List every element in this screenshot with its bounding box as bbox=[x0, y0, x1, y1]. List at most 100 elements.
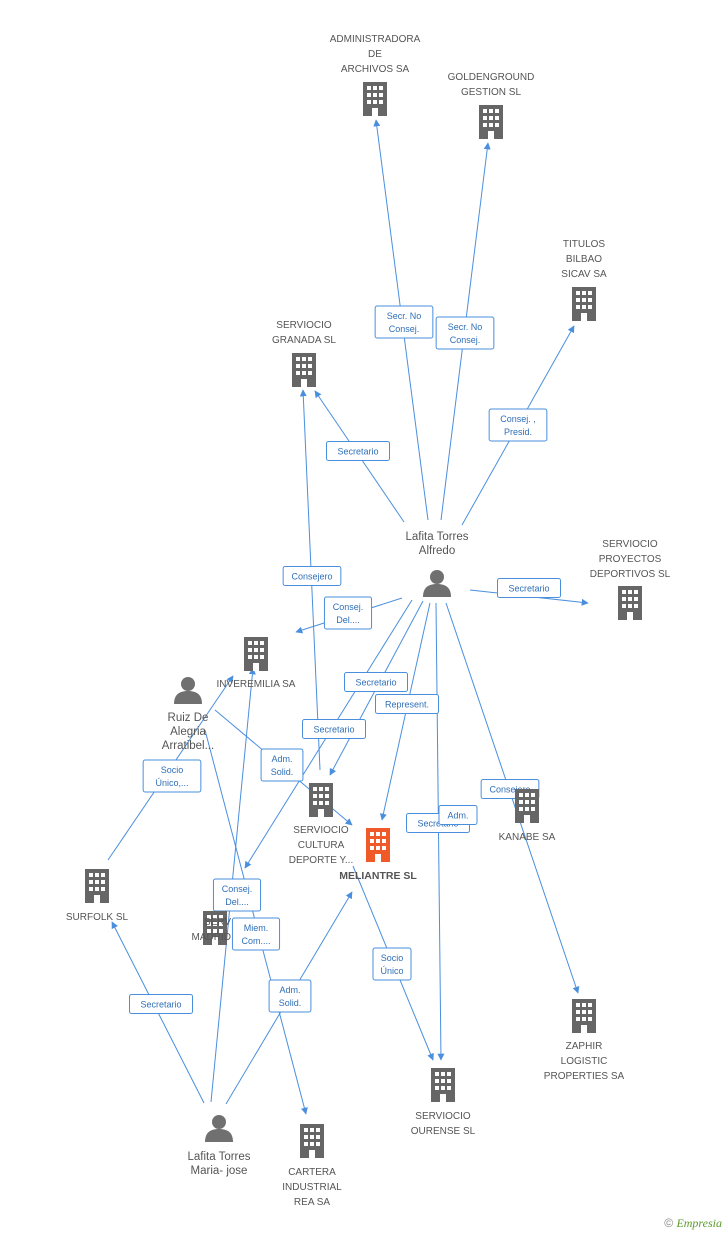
edge-label-mariajose-to-surfolk[interactable]: Secretario bbox=[129, 994, 193, 1014]
node-label-text: DEPORTE Y... bbox=[289, 855, 353, 866]
edge-label-text: Consej. bbox=[389, 324, 420, 334]
edge-label-text: Miem. bbox=[244, 923, 269, 933]
edge-label-text: Del.... bbox=[225, 897, 249, 907]
building-icon-surfolk[interactable] bbox=[85, 869, 109, 903]
building-icon-cartera[interactable] bbox=[300, 1124, 324, 1158]
node-label-text: ARCHIVOS SA bbox=[341, 64, 410, 75]
edge-label-text: Del.... bbox=[336, 615, 360, 625]
watermark: © Empresia bbox=[664, 1216, 722, 1231]
building-icon-inveremilia[interactable] bbox=[244, 637, 268, 671]
edge-label-text: Solid. bbox=[279, 998, 302, 1008]
node-label-text: LOGISTIC bbox=[561, 1056, 608, 1067]
node-label-text: Maria- jose bbox=[191, 1165, 248, 1177]
node-label-text: Alfredo bbox=[419, 545, 455, 557]
edge-label-text: Socio bbox=[381, 953, 404, 963]
edge-label-text: Consej. bbox=[333, 602, 364, 612]
edge-label-mariajose-to-inveremilia[interactable]: Consej. Del.... bbox=[212, 878, 262, 912]
node-label-text: BILBAO bbox=[566, 254, 602, 265]
edge-label-alfredo-to-meliantre[interactable]: Represent. bbox=[375, 694, 439, 714]
node-label-text: TITULOS bbox=[563, 239, 606, 250]
node-label-text: Lafita Torres bbox=[405, 531, 468, 543]
edge-label-text: Secretario bbox=[313, 725, 354, 735]
node-label-text: SICAV SA bbox=[561, 269, 607, 280]
edge-label-ruiz-to-meliantre[interactable]: Adm. Solid. bbox=[260, 748, 304, 782]
edge-label-alfredo-to-granada[interactable]: Secretario bbox=[326, 441, 390, 461]
building-icon-titulos[interactable] bbox=[572, 287, 596, 321]
node-label-text: DEPORTIVOS SL bbox=[590, 569, 671, 580]
edge-label-surfolk-to-inveremilia[interactable]: SocioÚnico,... bbox=[142, 759, 202, 793]
edge-label-text: Consej. bbox=[222, 884, 253, 894]
edge-label-text: Único bbox=[380, 966, 403, 976]
edge-label-kanabe-to-granada[interactable]: Consejero bbox=[282, 566, 342, 586]
edge-label-text: Adm. bbox=[279, 985, 300, 995]
node-label-text: ZAPHIR bbox=[566, 1041, 603, 1052]
brand-name: Empresia bbox=[676, 1216, 722, 1230]
edge-label-text: Secretario bbox=[417, 819, 458, 829]
edge-label-text: Adm. bbox=[271, 754, 292, 764]
edge-label-kanabe-to-kanabe_x[interactable]: Adm. bbox=[438, 805, 478, 825]
node-label-text: CARTERA bbox=[288, 1167, 336, 1178]
node-label-text: INDUSTRIAL bbox=[282, 1182, 342, 1193]
edge-label-alfredo-to-goldenground[interactable]: Secr. No Consej. bbox=[435, 316, 495, 350]
node-label-text: KANABE SA bbox=[499, 832, 556, 843]
edge-label-text: Consej. bbox=[450, 335, 481, 345]
edge-label-alfredo-to-inveremilia[interactable]: Consej. Del.... bbox=[323, 596, 373, 630]
edge-label-text: Solid. bbox=[271, 767, 294, 777]
node-label-text: Alegria bbox=[170, 726, 206, 738]
edge-label-text: Represent. bbox=[385, 700, 429, 710]
node-label-text: Lafita Torres bbox=[187, 1151, 250, 1163]
edge-label-ruiz-to-cartera[interactable]: Miem. Com.... bbox=[231, 917, 281, 951]
node-label-text: SERV bbox=[204, 917, 231, 928]
edge-label-alfredo-to-titulos[interactable]: Consej. ,Presid. bbox=[488, 408, 548, 442]
edge-label-alfredo-to-administradora[interactable]: Secr. No Consej. bbox=[374, 305, 434, 339]
edge-label-alfredo-to-proyectos[interactable]: Secretario bbox=[497, 578, 561, 598]
node-label-text: SERVIOCIO bbox=[602, 539, 658, 550]
copyright-icon: © bbox=[664, 1216, 674, 1230]
node-label-text: SERVIOCIO bbox=[293, 825, 349, 836]
edge-label-text: Adm. bbox=[447, 811, 468, 821]
building-icon-cultura[interactable] bbox=[309, 783, 333, 817]
building-icon-kanabe[interactable] bbox=[515, 789, 539, 823]
building-icon-ourense[interactable] bbox=[431, 1068, 455, 1102]
edge-label-alfredo-to-madrid[interactable]: Secretario bbox=[302, 719, 366, 739]
edge-label-text: Secretario bbox=[355, 678, 396, 688]
edge-label-text: Consejero bbox=[489, 785, 530, 795]
building-icon-zaphir[interactable] bbox=[572, 999, 596, 1033]
node-label-text: REA SA bbox=[294, 1197, 330, 1208]
edge-label-text: Consejero bbox=[291, 572, 332, 582]
node-label-text: MADRID bbox=[192, 932, 231, 943]
node-label-text: SURFOLK SL bbox=[66, 912, 129, 923]
person-icon-mariajose[interactable] bbox=[205, 1115, 233, 1142]
edge-label-text: Com.... bbox=[241, 936, 270, 946]
node-label-text: MELIANTRE SL bbox=[339, 870, 417, 882]
building-icon-goldenground[interactable] bbox=[479, 105, 503, 139]
building-icon-meliantre[interactable] bbox=[366, 828, 390, 862]
edge-label-text: Presid. bbox=[504, 427, 532, 437]
node-label-text: INVEREMILIA SA bbox=[217, 679, 296, 690]
node-label-text: PROYECTOS bbox=[599, 554, 662, 565]
edge-label-mariajose-to-meliantre[interactable]: Adm. Solid. bbox=[268, 979, 312, 1013]
building-icon-granada[interactable] bbox=[292, 353, 316, 387]
edge-label-text: Secretario bbox=[337, 447, 378, 457]
building-icon-administradora[interactable] bbox=[363, 82, 387, 116]
edge-label-text: Único,... bbox=[155, 778, 188, 788]
edge-label-text: Secr. No bbox=[448, 322, 483, 332]
node-label-text: GRANADA SL bbox=[272, 335, 336, 346]
edge-label-text: Secretario bbox=[140, 1000, 181, 1010]
node-label-text: Ruiz De bbox=[168, 712, 209, 724]
edge-label-text: Socio bbox=[161, 765, 184, 775]
node-label-text: CULTURA bbox=[298, 840, 345, 851]
person-icon-ruiz[interactable] bbox=[174, 677, 202, 704]
node-label-text: DE bbox=[368, 49, 382, 60]
edge-label-alfredo-to-cultura[interactable]: Secretario bbox=[344, 672, 408, 692]
node-label-text: PROPERTIES SA bbox=[544, 1071, 625, 1082]
edge-label-text: Secr. No bbox=[387, 311, 422, 321]
node-label-text: OURENSE SL bbox=[411, 1126, 476, 1137]
building-icon-proyectos[interactable] bbox=[618, 586, 642, 620]
node-label-text: SERVIOCIO bbox=[276, 320, 332, 331]
person-icon-alfredo[interactable] bbox=[423, 570, 451, 597]
node-label-text: Arratibel... bbox=[162, 740, 214, 752]
